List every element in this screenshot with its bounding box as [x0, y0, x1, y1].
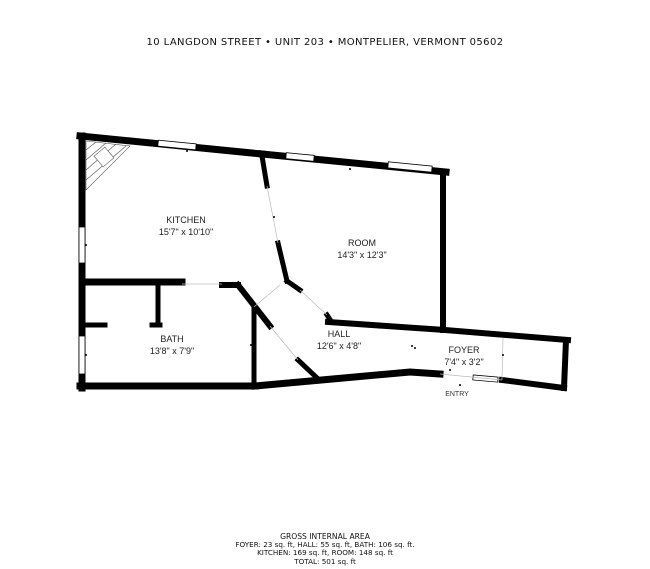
room-name: ROOM	[348, 238, 376, 248]
bath-name: BATH	[160, 334, 183, 344]
foyer-dimensions: 7'4" x 3'2"	[444, 357, 483, 367]
window-room-top-right	[387, 161, 433, 173]
window-room-top-left	[285, 152, 315, 162]
window-kitchen-left	[78, 226, 86, 264]
door-swings	[182, 185, 504, 381]
address-title: 10 LANGDON STREET • UNIT 203 • MONTPELIE…	[146, 37, 504, 48]
window-kitchen-top	[157, 139, 197, 151]
markers	[85, 150, 504, 386]
area-line-1: FOYER: 23 sq. ft, HALL: 55 sq. ft, BATH:…	[235, 540, 415, 550]
area-line-2: KITCHEN: 169 sq. ft, ROOM: 148 sq. ft	[257, 548, 393, 558]
room-labels: KITCHEN 15'7" x 10'10" ROOM 14'3" x 12'3…	[150, 215, 484, 398]
kitchen-name: KITCHEN	[166, 215, 206, 225]
kitchen-dimensions: 15'7" x 10'10"	[159, 227, 213, 237]
entry-label: ENTRY	[445, 391, 469, 398]
room-dimensions: 14'3" x 12'3"	[337, 250, 386, 260]
area-total: TOTAL: 501 sq. ft	[294, 556, 356, 566]
window-bath-left	[78, 335, 86, 375]
corner-hatch	[85, 140, 131, 191]
hall-name: HALL	[328, 329, 351, 339]
area-heading: GROSS INTERNAL AREA	[280, 532, 370, 541]
bath-dimensions: 13'8" x 7'9"	[150, 346, 194, 356]
foyer-name: FOYER	[448, 345, 480, 355]
gross-internal-area: GROSS INTERNAL AREA FOYER: 23 sq. ft, HA…	[0, 532, 650, 566]
windows	[78, 139, 499, 383]
hall-dimensions: 12'6" x 4'8"	[317, 341, 361, 351]
